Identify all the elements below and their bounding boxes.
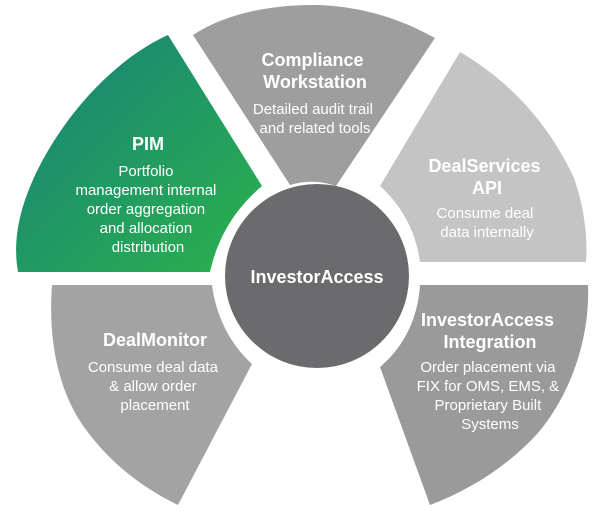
segment-pim-desc-line: distribution xyxy=(112,239,185,256)
segment-dealservices-api-shape xyxy=(380,52,587,262)
segment-compliance-workstation-title-line: Compliance xyxy=(261,50,363,70)
segment-dealmonitor-desc-line: placement xyxy=(120,397,190,414)
segment-investoraccess-integration-desc-line: FIX for OMS, EMS, & xyxy=(417,378,560,395)
hub-title: InvestorAccess xyxy=(250,267,383,287)
segment-dealservices-api-desc: Consume deal data internally xyxy=(437,205,538,241)
segment-pim-desc: Portfolio management internal order aggr… xyxy=(75,163,220,256)
segment-pim-desc-line: order aggregation xyxy=(87,201,205,218)
segment-compliance-workstation-shape xyxy=(193,5,435,186)
segment-dealservices-api: DealServices API Consume deal data inter… xyxy=(380,52,587,262)
segment-dealservices-api-desc-line: Consume deal xyxy=(437,205,534,222)
segment-investoraccess-integration-desc: Order placement via FIX for OMS, EMS, & … xyxy=(417,359,564,433)
segment-dealmonitor: DealMonitor Consume deal data & allow or… xyxy=(51,285,252,505)
segment-compliance-workstation-desc-line: and related tools xyxy=(260,120,371,137)
segment-dealmonitor-title: DealMonitor xyxy=(103,330,207,350)
segment-dealservices-api-title: DealServices API xyxy=(428,156,545,198)
segment-compliance-workstation-title-line: Workstation xyxy=(263,72,367,92)
segment-investoraccess-integration-title-line: Integration xyxy=(444,332,537,352)
segment-investoraccess-integration-desc-line: Systems xyxy=(461,416,519,433)
segment-pim-desc-line: Portfolio xyxy=(118,163,173,180)
segment-investoraccess-integration-desc-line: Order placement via xyxy=(420,359,556,376)
segment-pim-desc-line: and allocation xyxy=(100,220,193,237)
segment-investoraccess-integration: InvestorAccess Integration Order placeme… xyxy=(380,285,589,505)
segment-dealservices-api-desc-line: data internally xyxy=(440,224,534,241)
segment-compliance-workstation-desc-line: Detailed audit trail xyxy=(253,101,373,118)
segment-dealmonitor-shape xyxy=(51,285,252,505)
segment-pim: PIM Portfolio management internal order … xyxy=(16,35,263,272)
hub-circle xyxy=(225,184,409,368)
segment-dealmonitor-desc-line: & allow order xyxy=(109,378,197,395)
segment-investoraccess-integration-desc-line: Proprietary Built xyxy=(435,397,543,414)
segment-pim-desc-line: management internal xyxy=(75,182,216,199)
segment-pim-title-line: PIM xyxy=(132,134,164,154)
segment-pim-shape xyxy=(16,35,263,272)
segment-investoraccess-integration-title-line: InvestorAccess xyxy=(421,310,554,330)
segment-pim-title: PIM xyxy=(132,134,164,154)
segment-dealservices-api-title-line: API xyxy=(472,178,502,198)
segment-dealservices-api-title-line: DealServices xyxy=(428,156,540,176)
segment-compliance-workstation: Compliance Workstation Detailed audit tr… xyxy=(193,5,435,186)
segment-dealmonitor-desc-line: Consume deal data xyxy=(88,359,219,376)
segment-compliance-workstation-desc: Detailed audit trail and related tools xyxy=(253,101,377,137)
segment-dealmonitor-desc: Consume deal data & allow order placemen… xyxy=(88,359,222,414)
segment-investoraccess-integration-shape xyxy=(380,285,589,505)
segment-investoraccess-integration-title: InvestorAccess Integration xyxy=(421,310,559,352)
segment-compliance-workstation-title: Compliance Workstation xyxy=(261,50,368,92)
hub: InvestorAccess xyxy=(225,184,409,368)
segment-dealmonitor-title-line: DealMonitor xyxy=(103,330,207,350)
